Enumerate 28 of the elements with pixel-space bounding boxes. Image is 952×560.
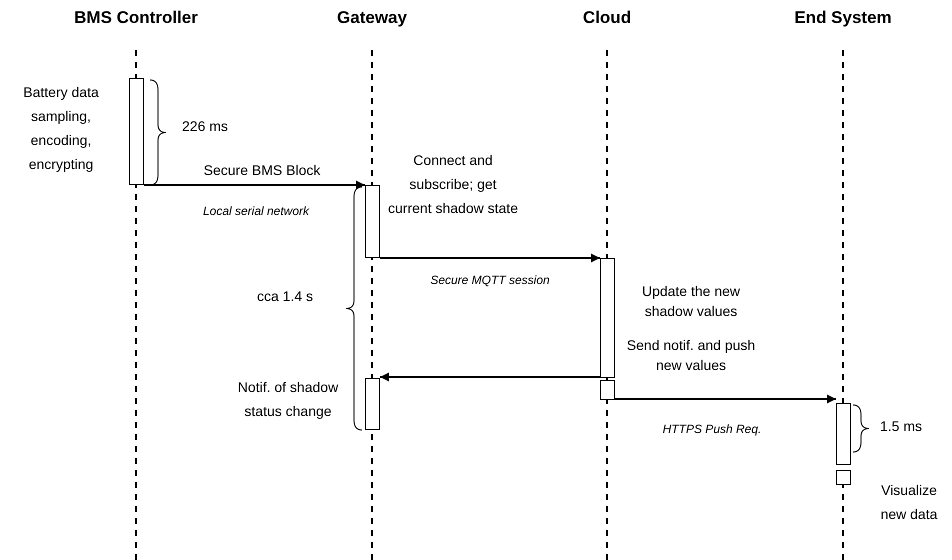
duration-label: cca 1.4 s xyxy=(256,288,314,304)
note-text: Update the new shadow values xyxy=(640,282,742,321)
note-text: Visualize new data xyxy=(880,481,938,524)
message-arrow xyxy=(380,372,600,382)
note-text: 226 ms xyxy=(182,117,229,136)
note-text: Connect and subscribe; get current shadow state xyxy=(388,151,518,218)
activation-bar xyxy=(600,258,615,378)
edge-label: Secure BMS Block xyxy=(204,162,320,178)
activation-bar xyxy=(836,403,851,465)
message-arrow xyxy=(380,254,600,262)
activation-bar xyxy=(600,380,615,400)
activation-bar xyxy=(365,185,380,258)
lifeline-heading: End System xyxy=(763,8,923,28)
activation-bar xyxy=(836,470,851,485)
message-arrow xyxy=(615,394,836,404)
activation-bar xyxy=(365,378,380,430)
activation-bar xyxy=(129,78,144,185)
edge-label: HTTPS Push Req. xyxy=(662,421,762,437)
lifeline-heading: BMS Controller xyxy=(56,8,216,28)
lifeline-heading: Cloud xyxy=(527,8,687,28)
message-arrow xyxy=(144,180,365,190)
note-text: Battery data sampling, encoding, encrypting xyxy=(22,83,100,174)
channel-label: Local serial network xyxy=(202,203,310,219)
lifeline-heading: Gateway xyxy=(292,8,452,28)
note-text: Notif. of shadow status change xyxy=(236,378,340,421)
note-text: 1.5 ms xyxy=(880,417,924,436)
note-text: Send notif. and push new values xyxy=(626,336,756,375)
edge-label: Secure MQTT session xyxy=(430,272,550,288)
